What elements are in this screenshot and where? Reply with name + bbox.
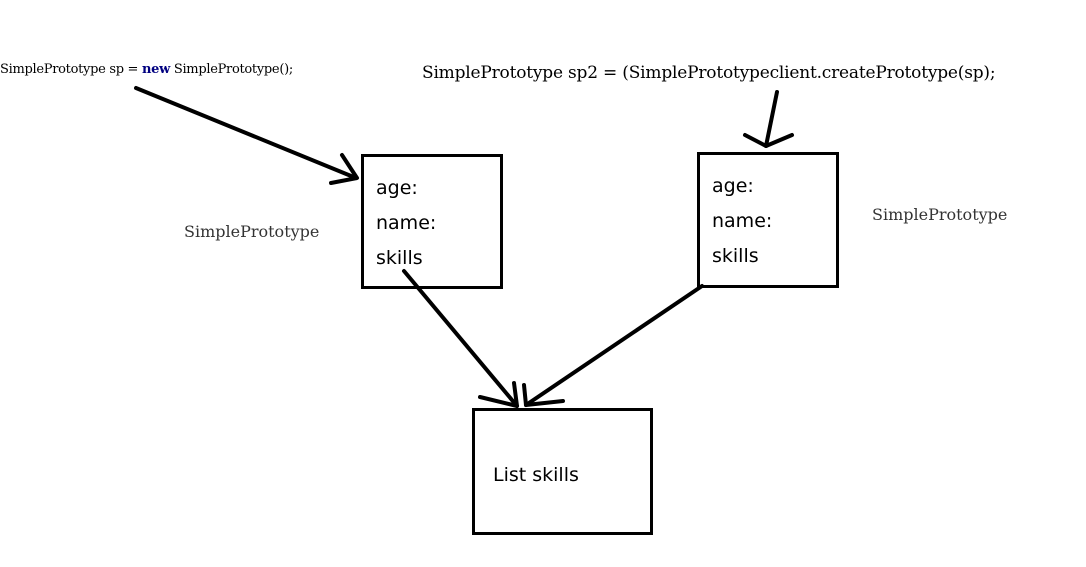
code-line-sp2: SimplePrototype sp2 = (SimplePrototypecl…	[422, 63, 996, 83]
right-field-skills: skills	[712, 245, 759, 267]
code-line-sp-suffix: SimplePrototype();	[170, 62, 293, 77]
code-keyword-new: new	[141, 62, 170, 77]
left-object-box: age: name: skills	[361, 154, 503, 289]
left-field-skills: skills	[376, 247, 423, 269]
arrow-left-skills-to-list	[402, 269, 519, 408]
left-object-type-label: SimplePrototype	[184, 222, 320, 241]
arrow-right-skills-to-list	[522, 284, 704, 407]
list-skills-label: List skills	[493, 464, 579, 486]
right-object-type-label: SimplePrototype	[872, 205, 1008, 224]
code-line-sp-prefix: SimplePrototype sp =	[0, 62, 142, 77]
left-field-name: name:	[376, 212, 437, 234]
right-object-box: age: name: skills	[697, 152, 839, 288]
code-line-sp: SimplePrototype sp = new SimplePrototype…	[0, 62, 293, 77]
arrow-sp-to-left-object	[134, 86, 359, 185]
right-field-name: name:	[712, 210, 773, 232]
right-field-age: age:	[712, 175, 754, 197]
list-skills-box: List skills	[472, 408, 653, 535]
arrow-sp2-to-right-object	[743, 90, 794, 148]
left-field-age: age:	[376, 177, 418, 199]
